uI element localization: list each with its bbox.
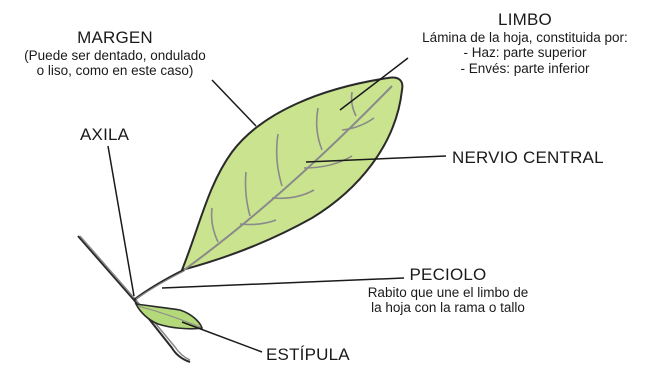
limbo-title: LIMBO xyxy=(498,10,552,29)
branch-stem-inner xyxy=(79,235,191,361)
margen-desc-line1: (Puede ser dentado, ondulado xyxy=(24,47,206,63)
leader-lines xyxy=(107,57,447,353)
leader-peciolo xyxy=(161,277,405,289)
petiole-inner xyxy=(135,270,185,300)
label-margen: MARGEN (Puede ser dentado, ondulado o li… xyxy=(0,28,230,79)
label-limbo: LIMBO Lámina de la hoja, constituida por… xyxy=(400,10,650,76)
margen-title: MARGEN xyxy=(77,28,153,47)
leader-estipula xyxy=(181,321,263,353)
stipule-vein xyxy=(137,305,201,328)
lateral-veins xyxy=(210,91,375,243)
leader-nervio xyxy=(305,155,447,163)
limbo-desc-line1: Lámina de la hoja, constituida por: xyxy=(422,29,628,45)
leader-limbo xyxy=(339,57,409,111)
midrib xyxy=(183,85,393,271)
limbo-desc-line3: - Envés: parte inferior xyxy=(460,60,590,76)
label-nervio-central: NERVIO CENTRAL xyxy=(452,148,604,167)
leader-axila xyxy=(107,145,135,297)
peciolo-desc-line1: Rabito que une el limbo de xyxy=(367,284,529,300)
limbo-desc-line2: - Haz: parte superior xyxy=(463,45,587,61)
leaf-blade xyxy=(180,76,404,272)
branch-stem xyxy=(77,235,191,363)
peciolo-title: PECIOLO xyxy=(409,265,487,284)
label-peciolo: PECIOLO Rabito que une el limbo de la ho… xyxy=(348,265,548,316)
label-estipula: ESTÍPULA xyxy=(266,345,350,364)
leader-margen xyxy=(211,79,257,127)
label-axila: AXILA xyxy=(80,125,130,144)
margen-desc-line2: o liso, como en este caso) xyxy=(36,63,194,79)
peciolo-desc-line2: la hoja con la rama o tallo xyxy=(371,300,525,316)
